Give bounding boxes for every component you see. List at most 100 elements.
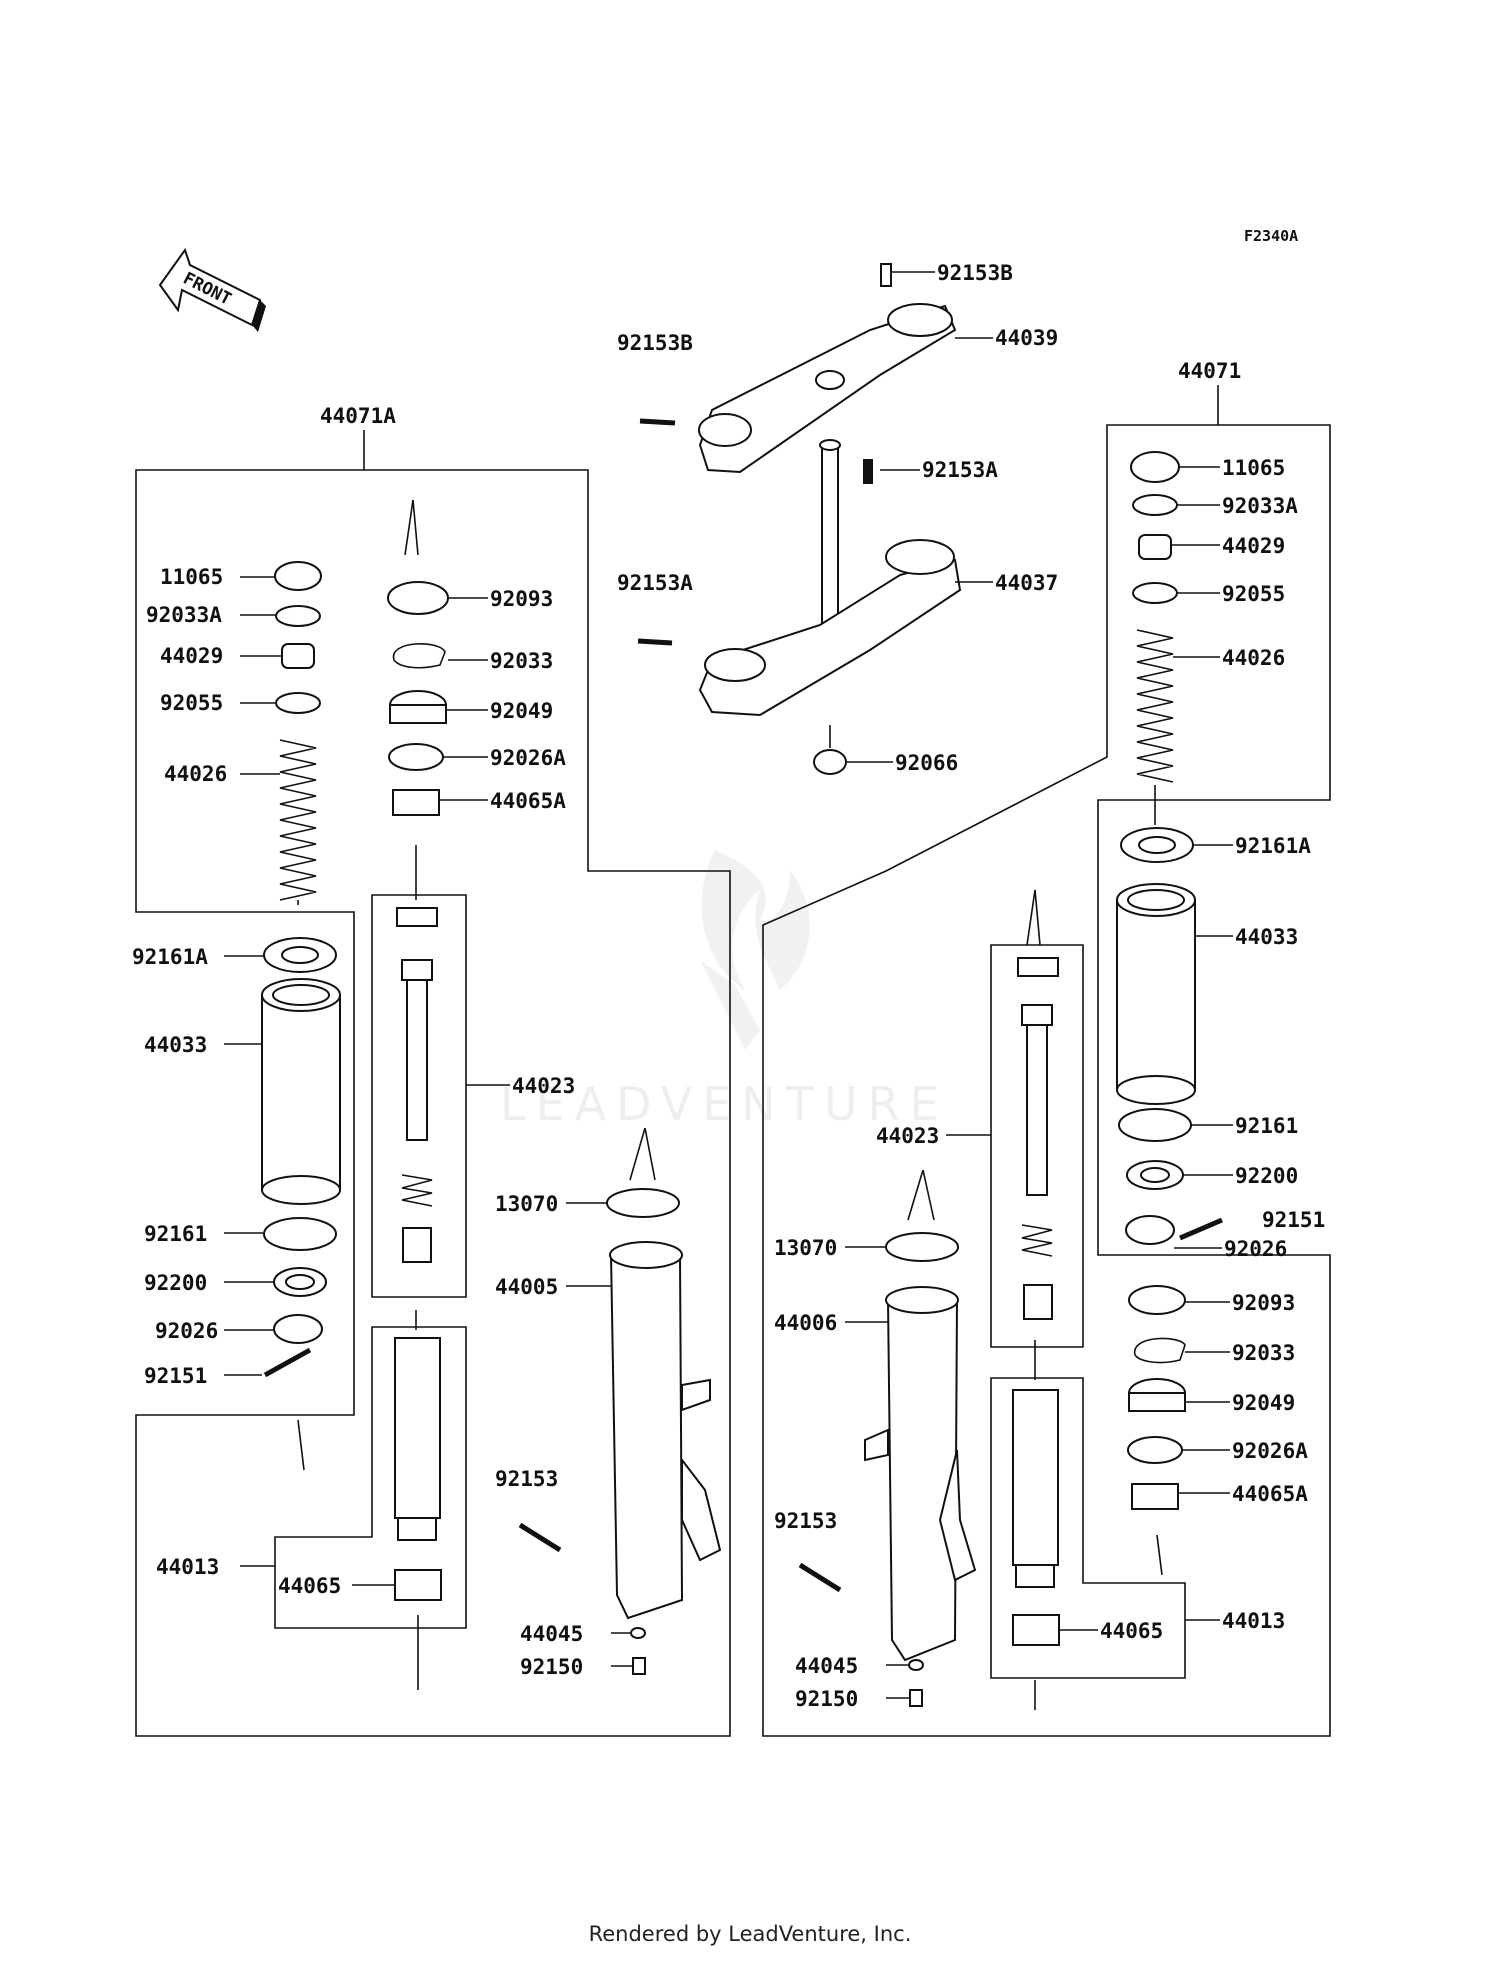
clip-92033-right [1134,1337,1186,1364]
label-44026-right: 44026 [1222,646,1285,670]
label-92033A-left: 92033A [146,603,222,627]
steering-stem [821,444,839,626]
label-44071: 44071 [1178,359,1241,383]
seal-92093-right [1128,1285,1186,1315]
right-fork-assembly [762,385,1331,1737]
damper-rod-44023-right [1026,1024,1048,1196]
bushing-44065A-left [392,789,440,816]
label-92066: 92066 [895,751,958,775]
piece-left [402,1227,432,1263]
label-11065-left: 11065 [160,565,223,589]
plug-44029-right [1138,534,1172,560]
label-44039: 44039 [995,326,1058,350]
label-92153-right: 92153 [774,1509,837,1533]
label-44045-right: 44045 [795,1654,858,1678]
clamp-92026-left [273,1314,323,1344]
bushing-44065-right [1012,1614,1060,1646]
plug-44029-left [281,643,315,669]
oring-92033A-left [275,605,321,627]
label-92049-right: 92049 [1232,1391,1295,1415]
cap-11065-right [1130,451,1180,483]
label-92026A-right: 92026A [1232,1439,1308,1463]
watermark: LEADVENTURE [500,850,939,1131]
label-92093-right: 92093 [1232,1291,1295,1315]
label-92161A-right: 92161A [1235,834,1311,858]
rebound-spring-left [401,1174,433,1207]
bolt-92151-right [1179,1217,1223,1241]
label-44013-right: 44013 [1222,1609,1285,1633]
clip-92033-left [393,643,446,669]
label-92150-right: 92150 [795,1687,858,1711]
label-44065A-left: 44065A [490,789,566,813]
label-44065A-right: 44065A [1232,1482,1308,1506]
bolt-92151-left [263,1347,312,1378]
spacer-44033-left [261,978,341,1205]
label-44065-right: 44065 [1100,1619,1163,1643]
spacer-44033-right [1116,883,1196,1105]
left-lower-box [274,1326,467,1629]
spring-44026-left [279,739,317,901]
inner-tube-left [394,1337,441,1519]
label-44023-right: 44023 [876,1124,939,1148]
washer-44045-right [908,1659,924,1671]
label-92161A-left: 92161A [132,945,208,969]
label-92055-left: 92055 [160,691,223,715]
label-11065-right: 11065 [1222,456,1285,480]
oring-92055-right [1132,582,1178,604]
spring-44026-right [1136,629,1174,783]
right-assembly-outline [762,424,1331,1737]
label-44029-right: 44029 [1222,534,1285,558]
left-fork-assembly [135,430,731,1737]
label-92153-left: 92153 [495,1467,558,1491]
label-92033-right: 92033 [1232,1341,1295,1365]
label-44005: 44005 [495,1275,558,1299]
bolt-92153-left [518,1522,562,1553]
label-92093-left: 92093 [490,587,553,611]
front-arrow-icon: FRONT [158,247,266,332]
figure-ref: F2340A [1244,227,1298,245]
label-92161-left: 92161 [144,1222,207,1246]
oring-92033A-right [1132,494,1178,516]
part-labels: 92153B 44039 92153B 92153A 92153A 44037 … [132,261,1325,1711]
label-92033-left: 92033 [490,649,553,673]
label-44006: 44006 [774,1311,837,1335]
seat-92161-right [1118,1108,1192,1142]
washer-44045-left [630,1627,646,1639]
cap-11065-left [274,561,322,591]
label-92055-right: 92055 [1222,582,1285,606]
washer-92026A-right [1127,1436,1183,1464]
washer-92026A-left [388,743,444,771]
piece-right [1023,1284,1053,1320]
label-92153B-top: 92153B [937,261,1013,285]
label-92200-right: 92200 [1235,1164,1298,1188]
oring-92055-left [275,692,321,714]
label-92150-left: 92150 [520,1655,583,1679]
label-92033A-right: 92033A [1222,494,1298,518]
ring-13070-right [885,1232,959,1262]
bolt-92150-right [909,1689,923,1707]
right-damper-box [990,944,1084,1348]
label-92026-left: 92026 [155,1319,218,1343]
ring-right [1017,957,1059,977]
inner-tube-right [1012,1389,1059,1566]
seal-92093-left [387,581,449,615]
seat-92161-left [263,1217,337,1251]
label-92151-left: 92151 [144,1364,207,1388]
bushing-44065A-right [1131,1483,1179,1510]
left-damper-box [371,894,467,1298]
label-92161-right: 92161 [1235,1114,1298,1138]
right-lower-box [990,1377,1186,1679]
piston-cap-left [401,959,433,981]
label-44037: 44037 [995,571,1058,595]
ring-13070-left [606,1188,680,1218]
label-92153B: 92153B [617,331,693,355]
label-44013-left: 44013 [156,1555,219,1579]
label-92153A-top: 92153A [922,458,998,482]
rebound-spring-right [1021,1224,1053,1257]
lower-bracket-44037 [637,439,993,775]
bolt-92153-right [798,1562,842,1593]
label-92026A-left: 92026A [490,746,566,770]
outer-tube-44006 [864,1286,977,1662]
clamp-92026-right [1125,1215,1175,1245]
